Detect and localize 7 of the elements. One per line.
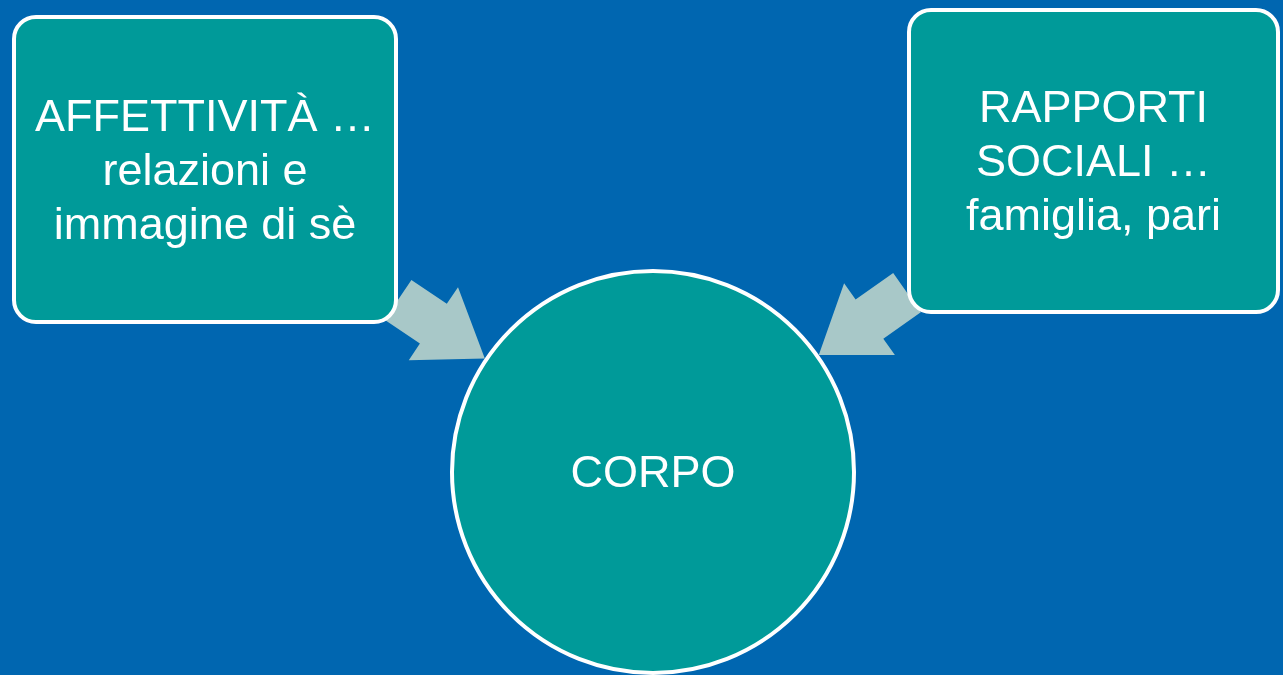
- block-arrow: [384, 279, 485, 361]
- node-label: RAPPORTI SOCIALI … famiglia, pari: [964, 80, 1223, 242]
- rounded-box: [907, 8, 1280, 314]
- node-label: AFFETTIVITÀ … relazioni e immagine di sè: [34, 88, 376, 251]
- rounded-box: [12, 15, 398, 324]
- block-arrow: [818, 273, 921, 356]
- node-label: CORPO: [570, 445, 736, 499]
